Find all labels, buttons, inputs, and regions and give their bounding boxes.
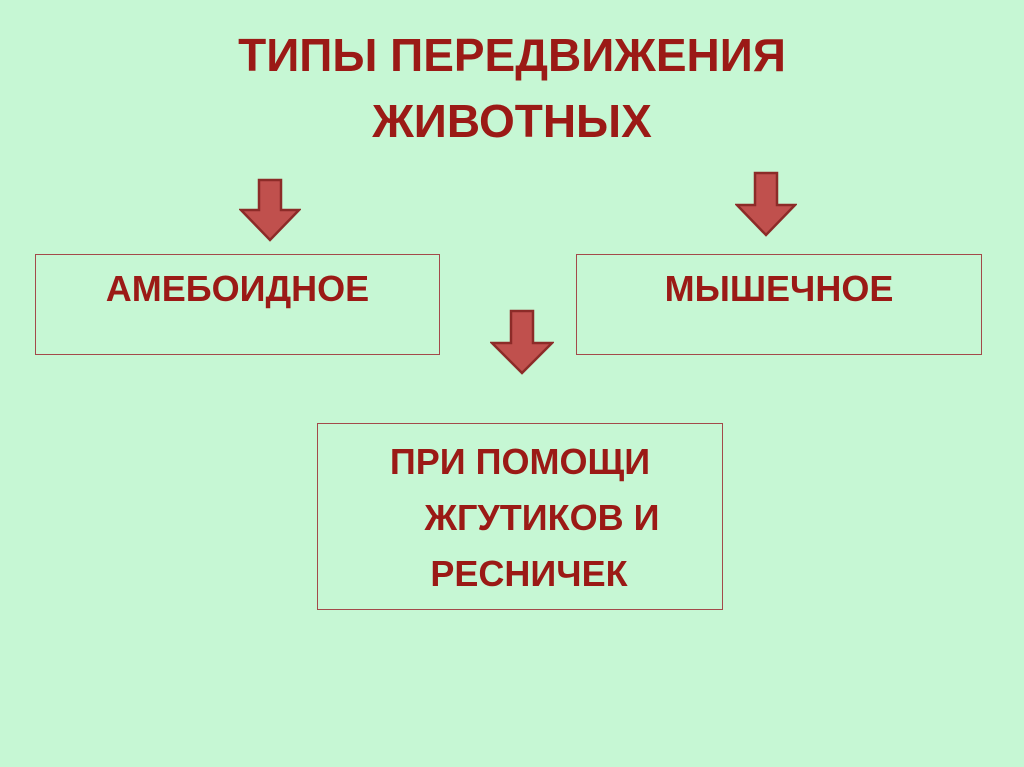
box-muscular-label: МЫШЕЧНОЕ <box>664 268 894 309</box>
box-flagella-line-3: РЕСНИЧЕК <box>430 553 628 594</box>
box-amoeboid: АМЕБОИДНОЕ <box>35 254 440 355</box>
title-line-1: ТИПЫ ПЕРЕДВИЖЕНИЯ <box>238 29 786 81</box>
down-arrow-icon <box>239 178 301 242</box>
down-arrow-icon <box>490 309 554 375</box>
box-flagella-line-2: ЖГУТИКОВ И <box>424 497 660 538</box>
box-flagella-cilia: ПРИ ПОМОЩИ ЖГУТИКОВ И РЕСНИЧЕК <box>317 423 723 610</box>
box-flagella-line-1: ПРИ ПОМОЩИ <box>389 441 651 482</box>
title-line-2: ЖИВОТНЫХ <box>372 95 652 147</box>
slide-title: ТИПЫ ПЕРЕДВИЖЕНИЯ ЖИВОТНЫХ <box>0 22 1024 154</box>
box-amoeboid-label: АМЕБОИДНОЕ <box>105 268 370 309</box>
box-muscular: МЫШЕЧНОЕ <box>576 254 982 355</box>
down-arrow-icon <box>735 171 797 237</box>
box-flagella-label: ПРИ ПОМОЩИ ЖГУТИКОВ И РЕСНИЧЕК <box>318 434 722 602</box>
